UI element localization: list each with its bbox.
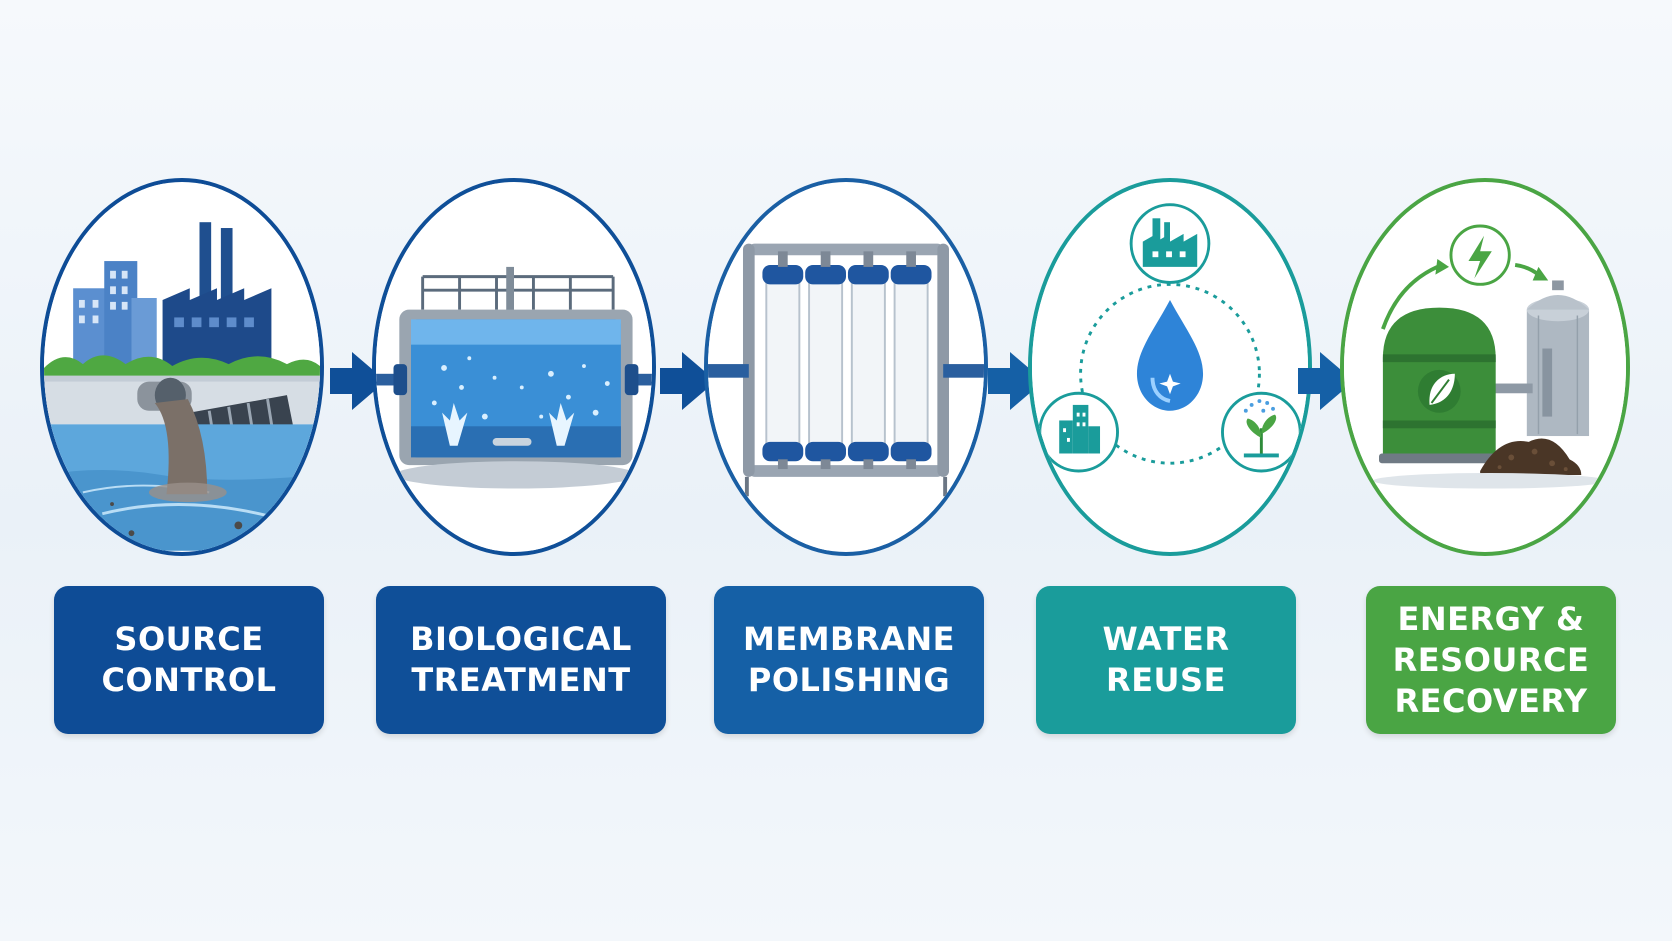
label-text: ENERGY & RESOURCE RECOVERY — [1392, 599, 1590, 720]
right-arrow-icon — [1298, 352, 1354, 410]
label-text: SOURCE CONTROL — [101, 620, 277, 699]
energy-recovery-illustration — [1340, 178, 1630, 556]
label-text: MEMBRANE POLISHING — [743, 620, 955, 699]
source-control-illustration — [40, 178, 324, 556]
city-buildings-icon — [1059, 404, 1101, 454]
step-water-reuse: WATER REUSE — [1018, 0, 1318, 941]
aeration-tank-icon — [376, 183, 652, 551]
step-biological-treatment: BIOLOGICAL TREATMENT — [362, 0, 666, 941]
right-arrow-icon — [660, 352, 716, 410]
right-arrow-icon — [988, 352, 1044, 410]
step-source-control: SOURCE CONTROL — [30, 0, 330, 941]
step-energy-resource-recovery: ENERGY & RESOURCE RECOVERY — [1338, 0, 1638, 941]
label-source-control: SOURCE CONTROL — [54, 586, 324, 734]
label-energy-resource-recovery: ENERGY & RESOURCE RECOVERY — [1366, 586, 1616, 734]
water-cycle-icon — [1032, 183, 1308, 551]
flow-arrow — [660, 350, 716, 412]
right-arrow-icon — [330, 352, 386, 410]
label-biological-treatment: BIOLOGICAL TREATMENT — [376, 586, 666, 734]
label-membrane-polishing: MEMBRANE POLISHING — [714, 586, 984, 734]
membrane-polishing-illustration — [704, 178, 988, 556]
water-reuse-illustration — [1028, 178, 1312, 556]
label-text: BIOLOGICAL TREATMENT — [410, 620, 632, 699]
flow-arrow — [330, 350, 386, 412]
factory-icon — [1142, 218, 1198, 267]
lightning-bolt-icon — [1468, 235, 1492, 279]
flow-arrow — [988, 350, 1044, 412]
label-text: WATER REUSE — [1102, 620, 1230, 699]
biogas-digester-icon — [1344, 183, 1626, 551]
irrigation-plant-icon — [1243, 399, 1279, 458]
flow-arrow — [1298, 350, 1354, 412]
membrane-module-icon — [708, 183, 984, 551]
label-water-reuse: WATER REUSE — [1036, 586, 1296, 734]
factory-outfall-icon — [44, 183, 320, 551]
biological-treatment-illustration — [372, 178, 656, 556]
step-membrane-polishing: MEMBRANE POLISHING — [694, 0, 994, 941]
